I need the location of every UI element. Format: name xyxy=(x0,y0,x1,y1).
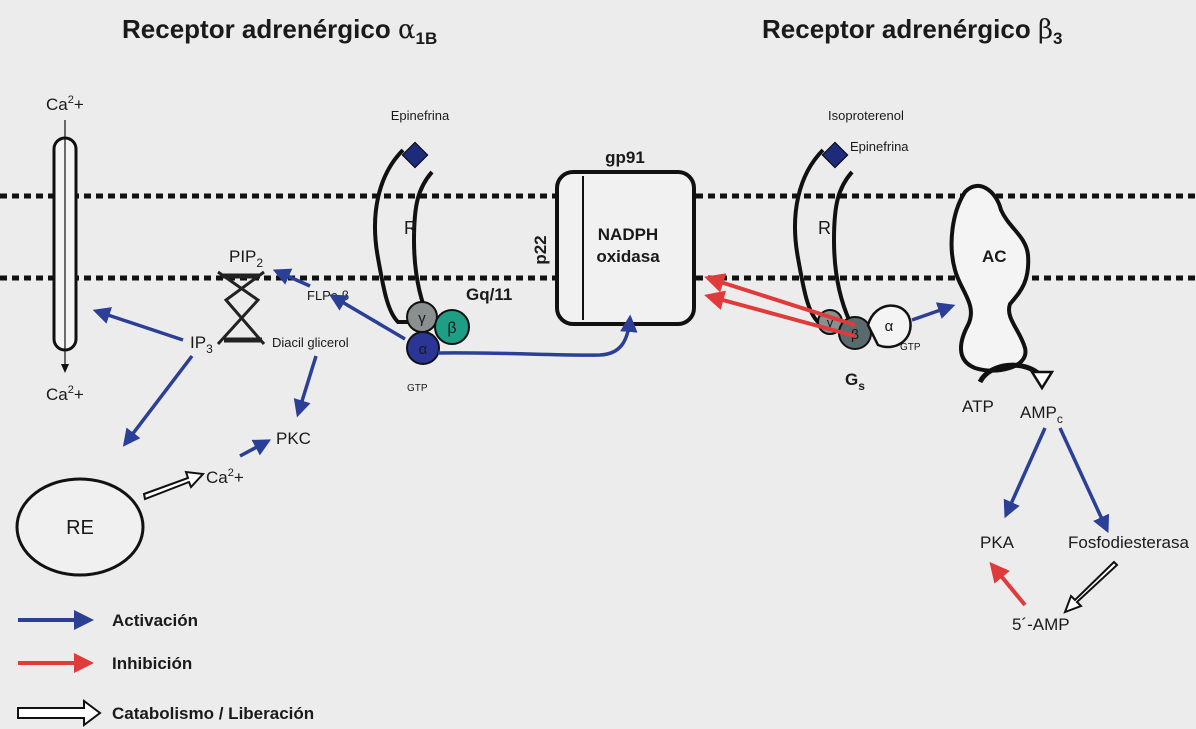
pka-label: PKA xyxy=(980,533,1015,552)
legend-catabolism-label: Catabolismo / Liberación xyxy=(112,704,314,723)
gp91-label: gp91 xyxy=(605,148,645,167)
ca-re-label: Ca2+ xyxy=(206,467,244,487)
ca-release-arrow xyxy=(142,470,206,501)
gq-protein: γ β α xyxy=(406,301,470,365)
nadph-label: NADPH xyxy=(598,225,658,244)
endoplasmic-reticulum xyxy=(15,477,145,577)
title-beta3: Receptor adrenérgico β3 xyxy=(762,14,1062,48)
receptor-label-right: R xyxy=(818,218,831,238)
legend-inhibition-label: Inhibición xyxy=(112,654,192,673)
epinefrina-label-right: Epinefrina xyxy=(850,139,909,154)
ca-bottom-label: Ca2+ xyxy=(46,384,84,404)
diacil-label: Diacil glicerol xyxy=(272,335,349,350)
adenylyl-cyclase xyxy=(949,184,1031,373)
svg-text:α: α xyxy=(885,318,894,335)
re-label: RE xyxy=(66,517,94,539)
legend-catabolism-arrow xyxy=(17,699,102,727)
legend-activation-label: Activación xyxy=(112,611,198,630)
gs-protein: γ β α xyxy=(817,304,912,350)
svg-text:γ: γ xyxy=(827,315,834,330)
oxidasa-label: oxidasa xyxy=(596,247,660,266)
legend: Activación Inhibición Catabolismo / Libe… xyxy=(17,610,314,727)
pkc-label: PKC xyxy=(276,429,311,448)
amp5-label: 5´-AMP xyxy=(1012,615,1070,634)
receptor-label-left: R xyxy=(404,218,417,238)
fosfodiesterasa-arrow xyxy=(1063,560,1119,614)
ca-top-label: Ca2+ xyxy=(46,94,84,114)
gs-label: Gs xyxy=(845,370,865,393)
flpc-enzyme-icon xyxy=(216,270,266,346)
inhibition-arrows xyxy=(704,273,1027,607)
fosfodiesterasa-label: Fosfodiesterasa xyxy=(1068,533,1189,552)
svg-text:α: α xyxy=(419,341,428,358)
gtp-label-left: GTP xyxy=(407,383,428,394)
alpha1b-receptor xyxy=(373,148,434,324)
gtp-label-right: GTP xyxy=(900,342,921,353)
ip3-label: IP3 xyxy=(190,333,213,356)
atp-conversion-arrowhead xyxy=(1029,370,1055,391)
gq-label: Gq/11 xyxy=(466,285,512,304)
activation-arrows xyxy=(92,268,1110,534)
title-alpha1b: Receptor adrenérgico α1B xyxy=(122,14,437,48)
ligand-right xyxy=(821,141,849,169)
svg-text:β: β xyxy=(447,320,456,337)
ampc-label: AMPc xyxy=(1020,403,1063,426)
pip2-label: PIP2 xyxy=(229,247,263,270)
isoproterenol-label: Isoproterenol xyxy=(828,108,904,123)
epinefrina-label-left: Epinefrina xyxy=(391,108,450,123)
atp-label: ATP xyxy=(962,397,994,416)
p22-label: p22 xyxy=(531,235,550,264)
ac-label: AC xyxy=(982,247,1007,266)
calcium-channel xyxy=(52,120,78,373)
svg-text:γ: γ xyxy=(418,310,426,327)
epinefrina-ligand-left xyxy=(401,141,429,169)
